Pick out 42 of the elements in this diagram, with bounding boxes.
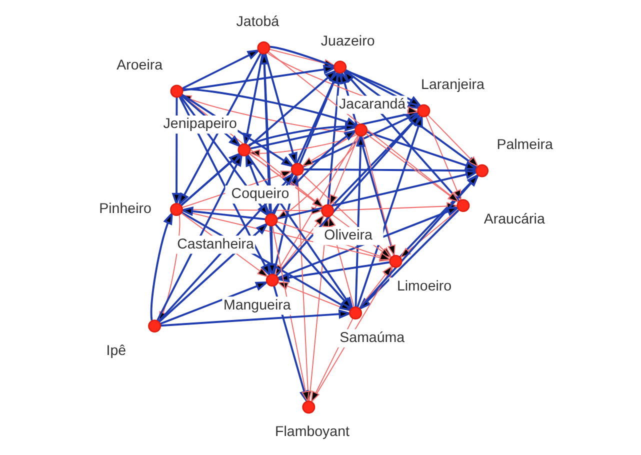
node-label: Laranjeira (421, 77, 484, 94)
node-label: Jatobá (236, 14, 280, 30)
node-label: Pinheiro (99, 201, 152, 218)
arrow (264, 53, 298, 166)
node-circle (417, 104, 430, 118)
node-circle (170, 84, 184, 98)
node-label: Flamboyant (275, 424, 350, 440)
node-label: Ipê (106, 342, 126, 359)
node-circle (302, 400, 316, 414)
node-circle (349, 306, 362, 320)
arrow (248, 153, 324, 208)
node-label: Juazeiro (320, 33, 375, 50)
node-circle (389, 254, 402, 268)
node-label: Oliveira (324, 228, 372, 244)
node-circle (266, 274, 279, 287)
node-circle (321, 204, 334, 218)
node-circle (290, 162, 304, 176)
node-circle (334, 60, 347, 74)
node-circle (238, 143, 251, 156)
node-circle (257, 41, 270, 54)
arrow (269, 46, 422, 108)
node-circle (476, 164, 489, 178)
node-circle (148, 320, 162, 333)
arrow (150, 210, 174, 320)
arrow (182, 49, 261, 90)
node-circle (456, 199, 470, 212)
node-label: Jenipapeiro (163, 116, 237, 132)
node-label: Mangueira (223, 297, 291, 314)
node-label: Limoeiro (396, 278, 452, 294)
node-circle (170, 203, 183, 216)
node-label: Jacarandá (339, 96, 406, 112)
node-circle (354, 124, 368, 137)
arrow (301, 132, 356, 167)
node-label: Castanheira (177, 236, 254, 252)
node-circle (264, 213, 278, 226)
node-label: Araucária (484, 211, 545, 228)
node-label: Aroeira (116, 58, 163, 74)
node-label: Samaúma (340, 330, 405, 346)
arrow (329, 136, 360, 206)
node-label: Palmeira (496, 137, 553, 154)
node-label: Coqueiro (231, 186, 290, 202)
arrow (362, 136, 396, 257)
